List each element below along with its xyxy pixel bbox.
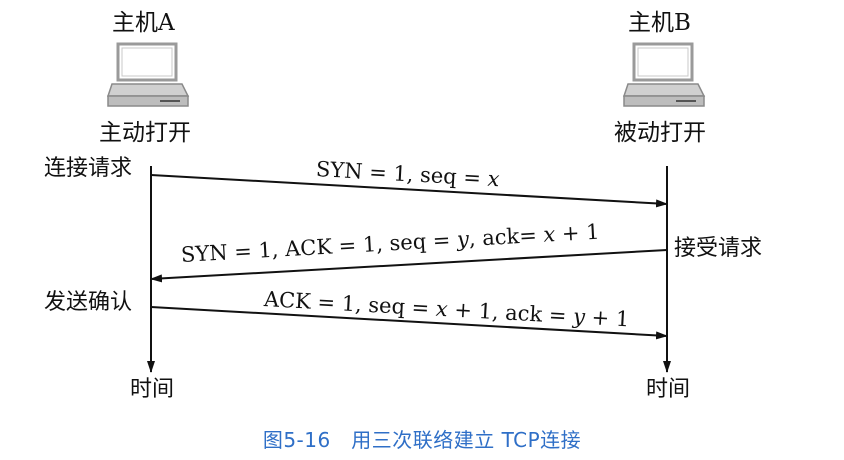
message-part: x [486,166,501,192]
message-arrow-syn [150,174,668,208]
message-part: + 1 [554,219,601,247]
message-part: + 1 [584,304,630,332]
time-label-a: 时间 [130,377,175,402]
step-send-confirm: 发送确认 [44,290,133,315]
figure-caption: 图5-16 用三次联络建立 TCP连接 [262,428,582,452]
message-arrow-syn-ack [150,249,668,283]
host-a-label: 主机A [112,10,175,36]
time-label-b: 时间 [646,377,691,402]
host-a-state: 主动打开 [99,120,191,146]
computer-icon [622,42,706,107]
computer-icon [106,42,190,107]
message-part: , ack= [468,222,545,251]
host-b-label: 主机B [628,10,691,36]
host-b-state: 被动打开 [614,120,706,146]
step-accept-request: 接受请求 [674,236,763,261]
message-arrow-ack [150,306,668,340]
step-connect-request: 连接请求 [44,156,133,181]
